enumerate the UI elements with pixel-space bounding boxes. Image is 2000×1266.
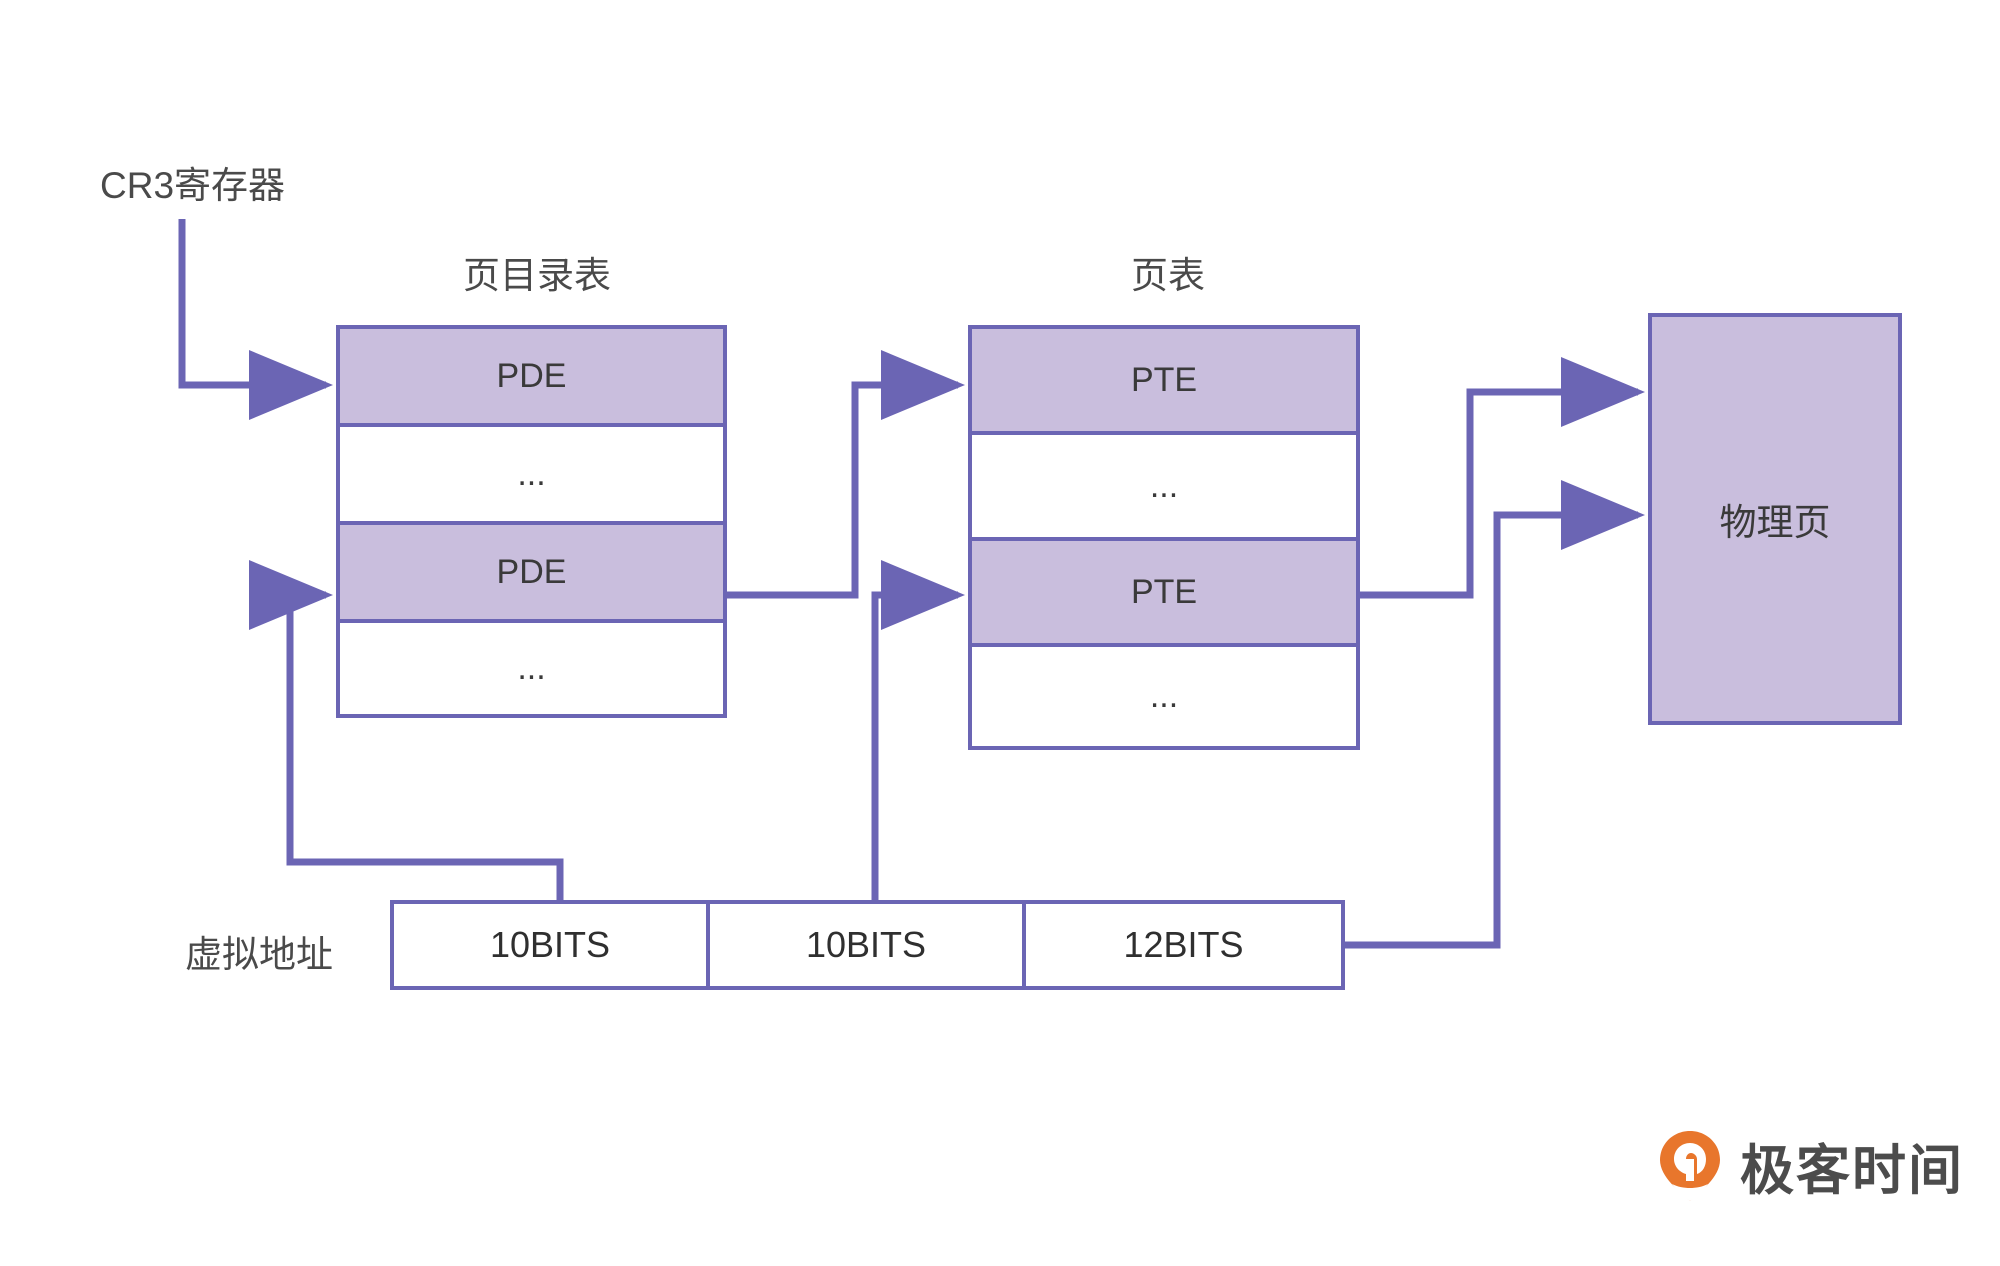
page-directory-row[interactable]: PDE (340, 525, 723, 623)
geektime-logo: 极客时间 (1658, 1126, 1964, 1205)
page-table-row[interactable]: PTE (972, 329, 1356, 435)
wire-cr3-to-pde1 (178, 219, 333, 420)
virtual-address-bar: 10BITS 10BITS 12BITS (390, 900, 1345, 990)
virtual-address-segment[interactable]: 10BITS (706, 900, 1026, 990)
page-table: PTE ... PTE ... (968, 325, 1360, 750)
page-directory-row[interactable]: ... (517, 649, 546, 687)
virtual-address-segment[interactable]: 12BITS (1022, 900, 1345, 990)
page-directory-table: PDE ... PDE ... (336, 325, 727, 718)
virtual-address-segment[interactable]: 10BITS (390, 900, 710, 990)
physical-page-box[interactable]: 物理页 (1648, 313, 1902, 725)
wire-offset-to-physical-page (1345, 480, 1645, 949)
virtual-address-label: 虚拟地址 (185, 934, 333, 975)
page-directory-row[interactable]: PDE (340, 329, 723, 427)
page-directory-row[interactable]: ... (340, 427, 723, 525)
page-table-title: 页表 (1131, 255, 1205, 296)
wire-pde2-to-pte1 (727, 350, 965, 599)
cr3-register-label: CR3寄存器 (100, 165, 286, 206)
wire-vabits2-to-pte2 (871, 560, 965, 900)
page-table-row[interactable]: ... (1149, 677, 1179, 715)
wire-pte2-to-physical-page (1360, 357, 1645, 599)
page-directory-title: 页目录表 (463, 255, 611, 296)
location-pin-icon (1660, 1130, 1720, 1201)
logo-text: 极客时间 (1740, 1141, 1964, 1201)
page-table-row[interactable]: PTE (972, 541, 1356, 647)
page-table-row[interactable]: ... (972, 435, 1356, 541)
